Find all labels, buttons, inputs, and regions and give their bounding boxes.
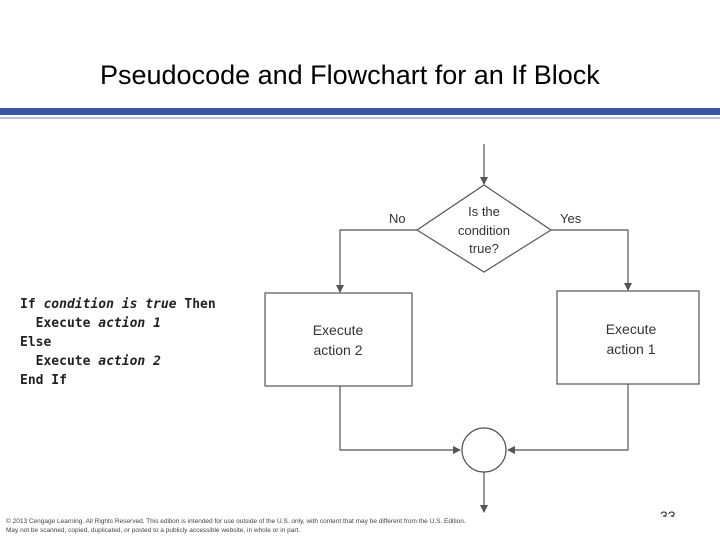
- left-box-text-1: Execute: [313, 322, 364, 338]
- right-box-text-2: action 1: [606, 341, 655, 357]
- yes-branch-line: [551, 229, 632, 291]
- pseudocode-block: If condition is true Then Execute action…: [20, 295, 216, 390]
- right-action-box: [556, 290, 700, 385]
- connector-circle: [461, 427, 507, 473]
- pseudocode-line-if: If condition is true Then: [20, 295, 216, 314]
- action-1-text: action 1: [98, 316, 161, 331]
- pseudocode-line-end-if: End If: [20, 373, 67, 388]
- left-action-box: [264, 292, 413, 387]
- keyword-execute: Execute: [20, 316, 99, 331]
- condition-text: condition is true: [43, 297, 177, 312]
- yes-label: Yes: [560, 211, 582, 226]
- copyright-line-1: © 2013 Cengage Learning. All Rights Rese…: [6, 518, 466, 525]
- title-underline: [0, 108, 720, 115]
- left-box-text-2: action 2: [313, 342, 362, 358]
- right-merge-line: [507, 384, 629, 454]
- pseudocode-line-else: Else: [20, 335, 52, 350]
- action-2-text: action 2: [98, 354, 161, 369]
- decision-text-2: condition: [458, 223, 510, 238]
- keyword-if: If: [20, 297, 44, 312]
- keyword-then: Then: [176, 297, 216, 312]
- copyright-line-2: May not be scanned, copied, duplicated, …: [6, 527, 301, 534]
- keyword-execute: Execute: [20, 354, 99, 369]
- pseudocode-line-execute-2: Execute action 2: [20, 352, 216, 371]
- decision-diamond: [415, 184, 553, 273]
- decision-text-3: true?: [469, 241, 499, 256]
- left-merge-line: [339, 386, 461, 454]
- copyright-footer: © 2013 Cengage Learning. All Rights Rese…: [6, 517, 466, 535]
- title-underline-thin: [0, 117, 720, 119]
- slide-title: Pseudocode and Flowchart for an If Block: [100, 60, 600, 90]
- decision-text-1: Is the: [468, 204, 500, 219]
- page-number: 33: [660, 508, 676, 517]
- no-branch-line: [336, 229, 417, 293]
- right-box-text-1: Execute: [606, 321, 657, 337]
- pseudocode-line-execute-1: Execute action 1: [20, 314, 216, 333]
- no-label: No: [389, 211, 406, 226]
